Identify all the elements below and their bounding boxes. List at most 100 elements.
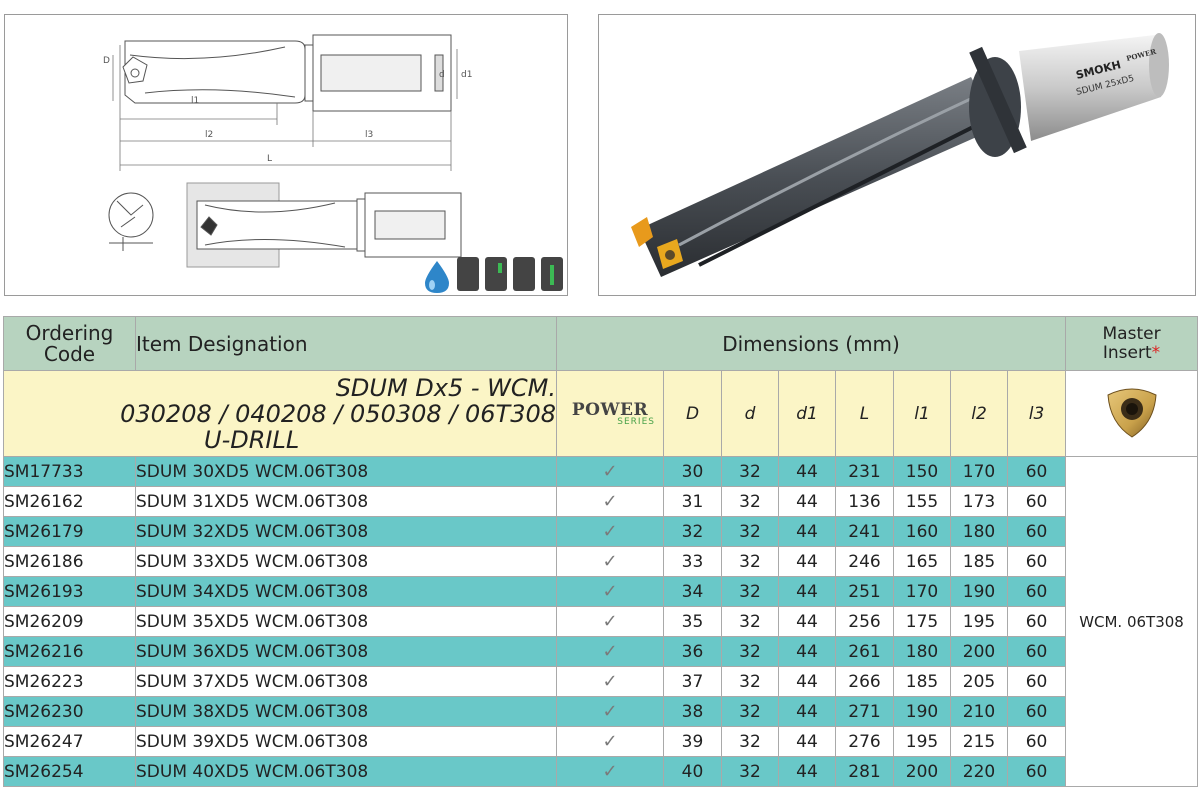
dim-L-cell: 231: [835, 456, 894, 487]
table-header: Ordering Code Item Designation Dimension…: [3, 316, 1199, 371]
dim-d-cell: 32: [721, 546, 779, 577]
dim-l1-cell: 165: [893, 546, 951, 577]
ordering-code-cell: SM17733: [3, 456, 136, 487]
dim-L-cell: 271: [835, 696, 894, 727]
dim-L-cell: 261: [835, 636, 894, 667]
label-l3: l3: [365, 130, 373, 140]
dim-d-cell: 32: [721, 456, 779, 487]
dim-D-cell: 39: [663, 726, 722, 757]
dim-d-cell: 32: [721, 726, 779, 757]
dim-d1-cell: 44: [778, 456, 836, 487]
dim-L-cell: 281: [835, 756, 894, 787]
col-l2: l2: [950, 370, 1008, 457]
designation-cell: SDUM 36XD5 WCM.06T308: [135, 636, 557, 667]
dim-l2-cell: 190: [950, 576, 1008, 607]
dim-l3-cell: 60: [1006, 666, 1067, 697]
label-D: D: [103, 56, 110, 66]
designation-cell: SDUM 32XD5 WCM.06T308: [135, 516, 557, 547]
dim-l3-cell: 60: [1006, 636, 1067, 667]
dim-d-cell: 32: [721, 606, 779, 637]
dimension-lines: [112, 45, 458, 171]
dim-l1-cell: 175: [893, 606, 951, 637]
dim-l2-cell: 180: [950, 516, 1008, 547]
designation-cell: SDUM 33XD5 WCM.06T308: [135, 546, 557, 577]
dim-d-cell: 32: [721, 696, 779, 727]
dim-D-cell: 34: [663, 576, 722, 607]
ordering-code-cell: SM26186: [3, 546, 136, 577]
ordering-code-cell: SM26223: [3, 666, 136, 697]
dim-l2-cell: 215: [950, 726, 1008, 757]
col-l1: l1: [893, 370, 951, 457]
checkmark-icon: ✓: [556, 756, 664, 787]
drill-front-view: [108, 192, 154, 251]
dim-d1-cell: 44: [778, 636, 836, 667]
product-photo-panel: SMOKH SDUM 25xD5 POWER: [598, 14, 1196, 296]
dim-d1-cell: 44: [778, 486, 836, 517]
dim-L-cell: 241: [835, 516, 894, 547]
checkmark-icon: ✓: [556, 606, 664, 637]
header-master-insert: Master Insert*: [1065, 316, 1199, 371]
dim-l3-cell: 60: [1006, 516, 1067, 547]
dim-d-cell: 32: [721, 516, 779, 547]
label-l2: l2: [205, 130, 213, 140]
family-title: SDUM Dx5 - WCM. 030208 / 040208 / 050308…: [3, 370, 557, 457]
dim-l1-cell: 200: [893, 756, 951, 787]
dim-d1-cell: 44: [778, 546, 836, 577]
dim-l2-cell: 173: [950, 486, 1008, 517]
header-item-designation: Item Designation: [135, 316, 557, 371]
ordering-code-cell: SM26209: [3, 606, 136, 637]
checkmark-icon: ✓: [556, 726, 664, 757]
designation-cell: SDUM 30XD5 WCM.06T308: [135, 456, 557, 487]
dim-D-cell: 30: [663, 456, 722, 487]
dim-l2-cell: 185: [950, 546, 1008, 577]
label-l1: l1: [191, 96, 199, 106]
dim-l3-cell: 60: [1006, 486, 1067, 517]
designation-cell: SDUM 34XD5 WCM.06T308: [135, 576, 557, 607]
ordering-code-cell: SM26216: [3, 636, 136, 667]
dim-l1-cell: 195: [893, 726, 951, 757]
dim-d1-cell: 44: [778, 606, 836, 637]
dim-l2-cell: 205: [950, 666, 1008, 697]
ordering-code-cell: SM26162: [3, 486, 136, 517]
dim-l3-cell: 60: [1006, 696, 1067, 727]
insert-block-icons: [457, 257, 563, 291]
product-photo: SMOKH SDUM 25xD5 POWER: [631, 33, 1169, 277]
dim-D-cell: 40: [663, 756, 722, 787]
ordering-code-cell: SM26254: [3, 756, 136, 787]
technical-drawing-panel: D l1 l2 l3 L d d1: [4, 14, 568, 296]
dim-d-cell: 32: [721, 666, 779, 697]
dim-l1-cell: 190: [893, 696, 951, 727]
checkmark-icon: ✓: [556, 636, 664, 667]
dim-l3-cell: 60: [1006, 576, 1067, 607]
dim-l1-cell: 155: [893, 486, 951, 517]
drill-section-view: [186, 182, 462, 268]
dim-d1-cell: 44: [778, 756, 836, 787]
dim-l2-cell: 210: [950, 696, 1008, 727]
dim-l3-cell: 60: [1006, 756, 1067, 787]
dim-l1-cell: 180: [893, 636, 951, 667]
ordering-code-cell: SM26247: [3, 726, 136, 757]
master-insert-cell: WCM. 06T308: [1065, 456, 1199, 787]
dim-l2-cell: 170: [950, 456, 1008, 487]
dim-l3-cell: 60: [1006, 456, 1067, 487]
dim-D-cell: 35: [663, 606, 722, 637]
ordering-code-cell: SM26193: [3, 576, 136, 607]
dim-D-cell: 37: [663, 666, 722, 697]
col-d1: d1: [778, 370, 836, 457]
designation-cell: SDUM 39XD5 WCM.06T308: [135, 726, 557, 757]
technical-drawing: D l1 l2 l3 L d d1: [103, 34, 563, 293]
dim-l2-cell: 200: [950, 636, 1008, 667]
ordering-code-cell: SM26179: [3, 516, 136, 547]
family-row: SDUM Dx5 - WCM. 030208 / 040208 / 050308…: [3, 370, 1199, 457]
dim-l1-cell: 160: [893, 516, 951, 547]
dim-L-cell: 251: [835, 576, 894, 607]
designation-cell: SDUM 37XD5 WCM.06T308: [135, 666, 557, 697]
checkmark-icon: ✓: [556, 696, 664, 727]
dim-D-cell: 36: [663, 636, 722, 667]
drill-image: SMOKH SDUM 25xD5 POWER: [631, 33, 1169, 277]
label-d1: d1: [461, 70, 472, 80]
designation-cell: SDUM 40XD5 WCM.06T308: [135, 756, 557, 787]
insert-icon: [1107, 388, 1157, 438]
